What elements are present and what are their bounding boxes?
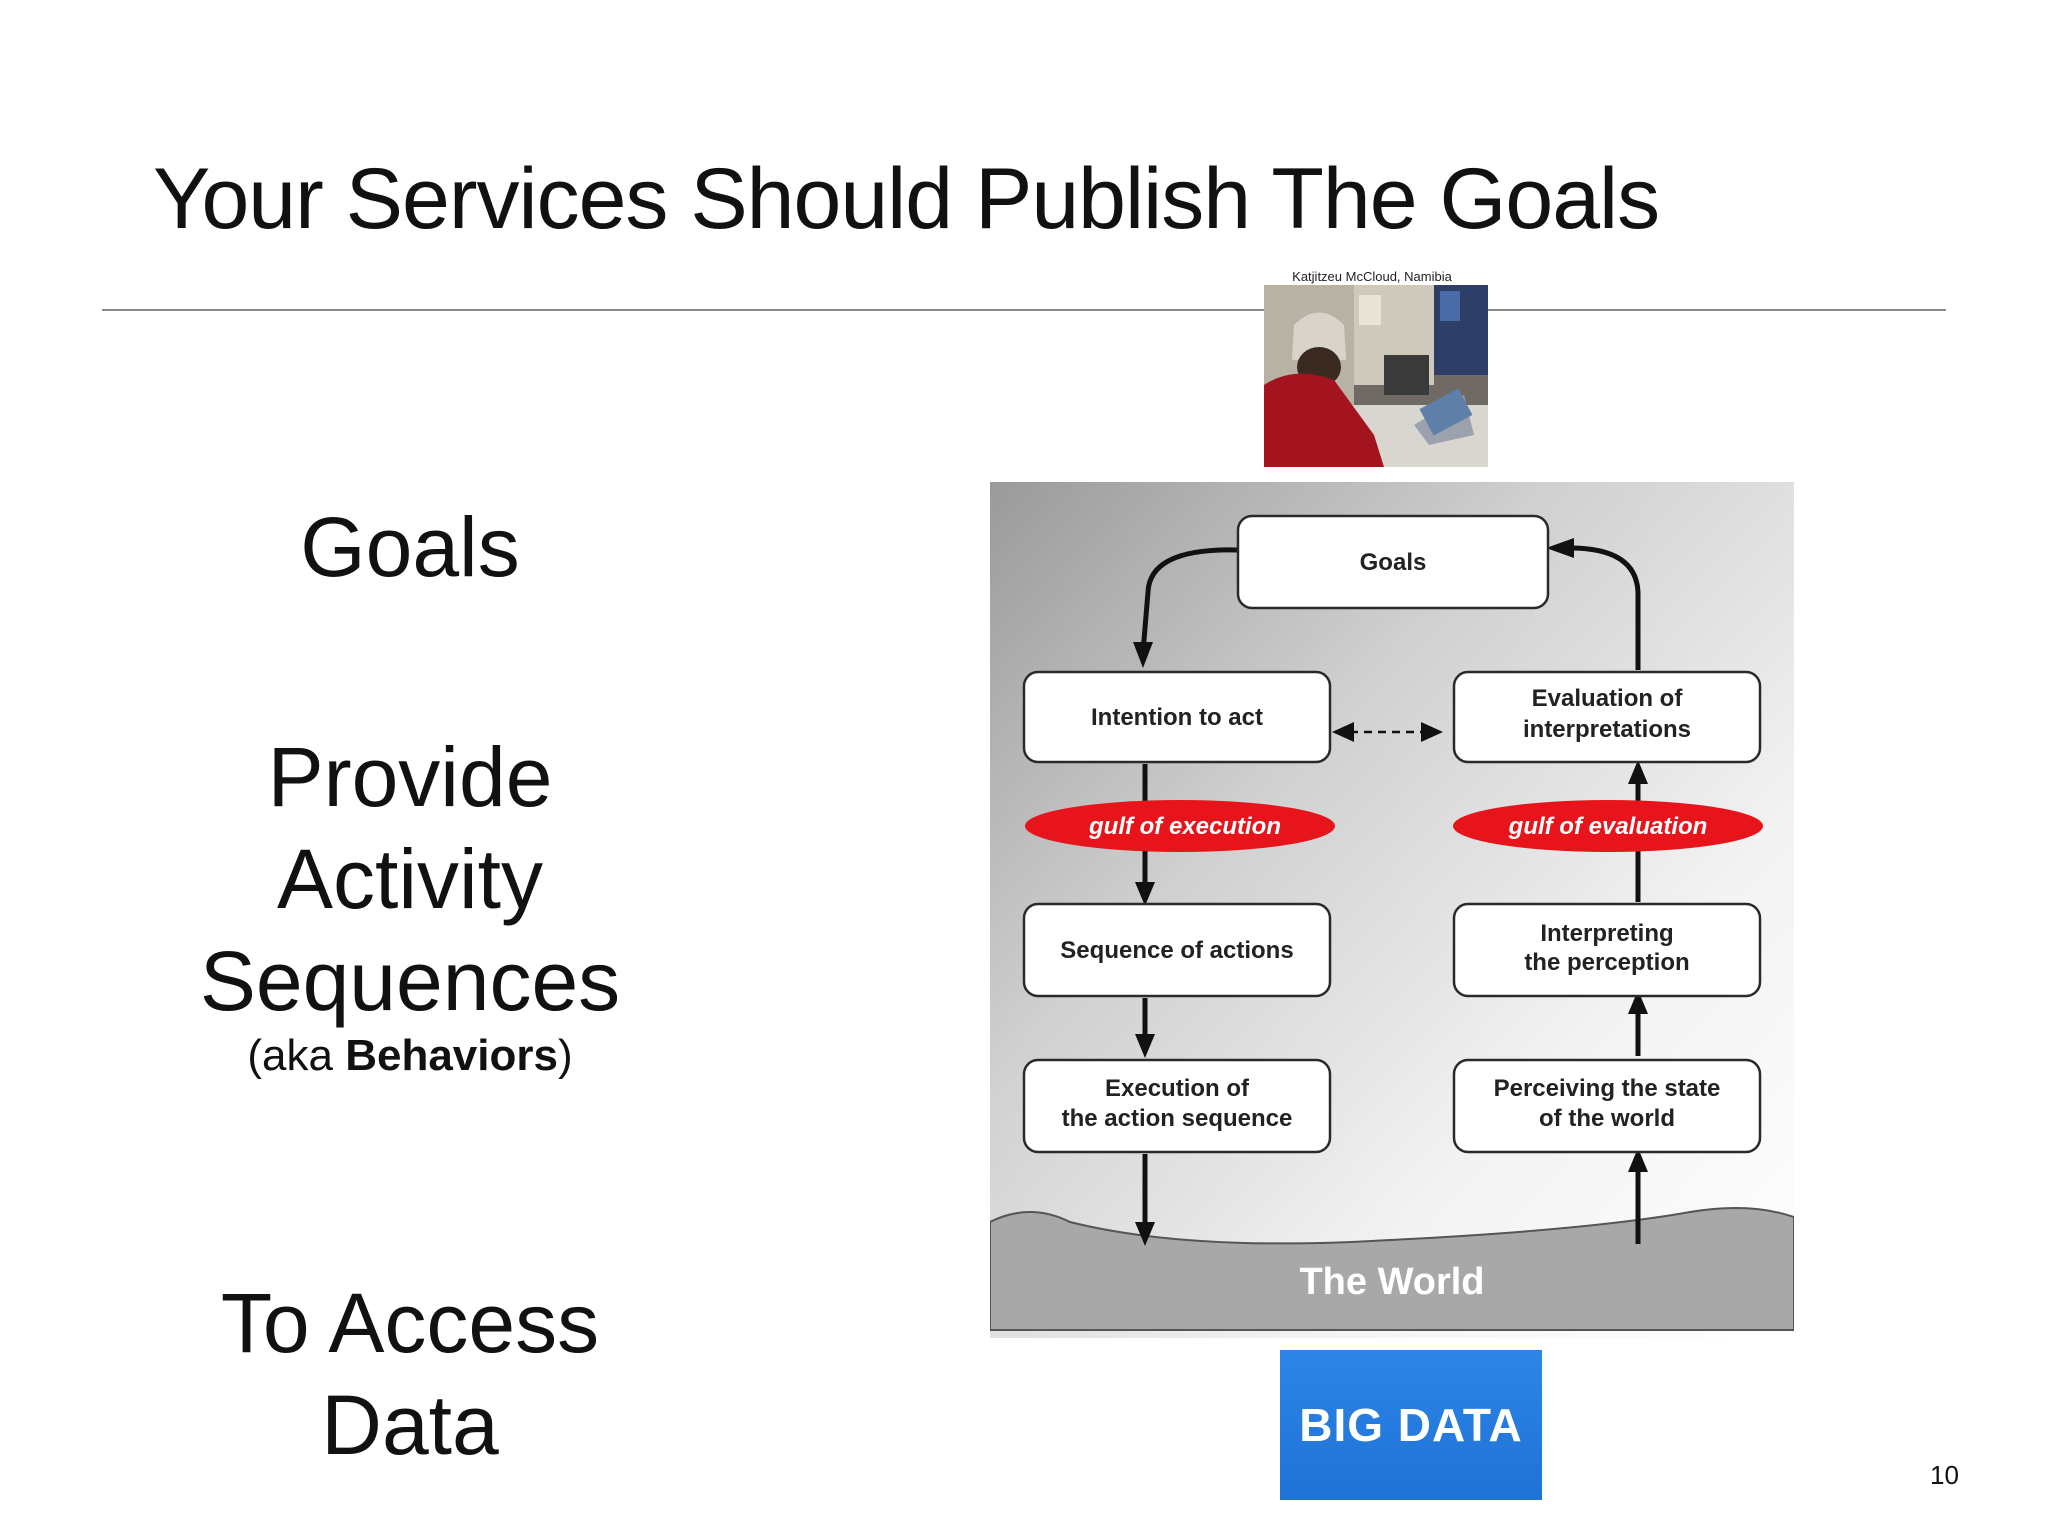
big-data-label: BIG DATA bbox=[1299, 1399, 1523, 1451]
goals-to-intention-arrow bbox=[1140, 547, 1238, 653]
aka-prefix: (aka bbox=[247, 1031, 346, 1080]
execution-box bbox=[1022, 1058, 1332, 1154]
aka-bold: Behaviors bbox=[345, 1031, 558, 1080]
goals-heading: Goals bbox=[300, 500, 520, 594]
perceiving-box bbox=[1452, 1058, 1762, 1154]
interpreting-line-2: the perception bbox=[1524, 949, 1689, 976]
perceiving-to-interpreting-arrowhead bbox=[1628, 990, 1648, 1014]
perceiving-line-2: of the world bbox=[1539, 1105, 1675, 1132]
provide-line-1: Provide bbox=[267, 730, 553, 824]
world-to-perceiving-arrowhead bbox=[1628, 1148, 1648, 1172]
access-line-2: Data bbox=[321, 1378, 499, 1472]
gulf-of-execution-label: gulf of execution bbox=[1088, 813, 1281, 840]
to-access-data: To Access Data bbox=[120, 1272, 700, 1476]
intention-box bbox=[1022, 670, 1332, 764]
sequence-box-label: Sequence of actions bbox=[1060, 937, 1293, 964]
aka-behaviors-note: (aka Behaviors) bbox=[120, 1030, 700, 1082]
evaluation-box bbox=[1452, 670, 1762, 764]
sequence-to-execution-arrowhead bbox=[1135, 1034, 1155, 1058]
slide-title: Your Services Should Publish The Goals bbox=[153, 151, 1660, 247]
evaluation-to-goals-arrowhead bbox=[1546, 538, 1574, 558]
goals-to-intention-arrowhead bbox=[1133, 642, 1153, 668]
world-wave bbox=[989, 1207, 1795, 1331]
aka-suffix: ) bbox=[557, 1031, 573, 1080]
goals-box bbox=[1236, 514, 1550, 610]
provide-line-3: Sequences bbox=[199, 934, 621, 1028]
execution-to-world-arrowhead bbox=[1135, 1222, 1155, 1246]
execution-line-2: the action sequence bbox=[1062, 1105, 1293, 1132]
intention-box-label: Intention to act bbox=[1091, 704, 1263, 731]
provide-line-2: Activity bbox=[276, 832, 544, 926]
evaluation-line-2: interpretations bbox=[1523, 716, 1691, 743]
person-at-laptop-photo bbox=[1264, 285, 1488, 467]
interpreting-to-evaluation-arrowhead bbox=[1628, 760, 1648, 784]
world-label: The World bbox=[1299, 1261, 1484, 1303]
big-data-badge: BIG DATA bbox=[1280, 1350, 1542, 1500]
execution-line-1: Execution of bbox=[1105, 1075, 1250, 1102]
sequence-box bbox=[1022, 902, 1332, 998]
action-cycle-diagram: The World Goals Intention to act Evaluat… bbox=[989, 482, 1795, 1338]
perceiving-line-1: Perceiving the state bbox=[1494, 1075, 1721, 1102]
evaluation-line-1: Evaluation of bbox=[1532, 685, 1684, 712]
interpreting-line-1: Interpreting bbox=[1540, 920, 1673, 947]
dashed-link-left-arrowhead bbox=[1332, 722, 1354, 742]
evaluation-to-goals-arrow bbox=[1569, 545, 1641, 670]
gulf-of-evaluation-ellipse bbox=[1453, 800, 1763, 852]
gulf-of-execution-ellipse bbox=[1025, 800, 1335, 852]
goals-box-label: Goals bbox=[1360, 549, 1427, 576]
title-divider bbox=[102, 309, 1946, 311]
photo-caption: Katjitzeu McCloud, Namibia bbox=[1292, 269, 1452, 284]
intention-to-sequence-arrowhead bbox=[1135, 882, 1155, 906]
gulf-of-evaluation-label: gulf of evaluation bbox=[1508, 813, 1708, 840]
access-line-1: To Access bbox=[220, 1276, 600, 1370]
provide-activity-sequences: Provide Activity Sequences bbox=[120, 726, 700, 1032]
page-number: 10 bbox=[1930, 1460, 1959, 1490]
dashed-link-right-arrowhead bbox=[1421, 722, 1443, 742]
interpreting-box bbox=[1452, 902, 1762, 998]
